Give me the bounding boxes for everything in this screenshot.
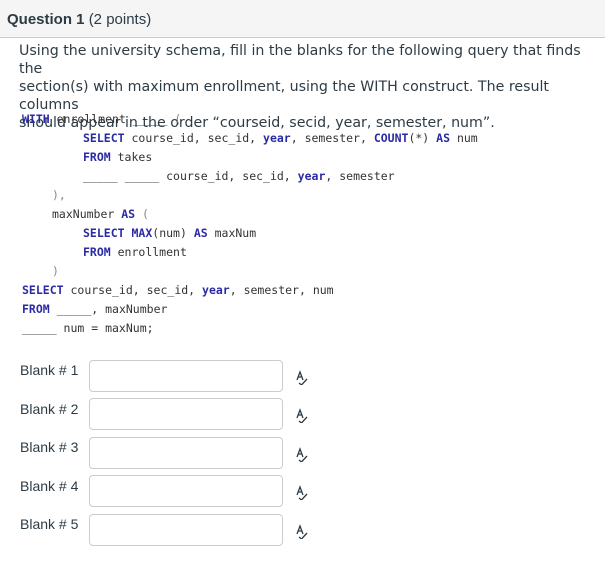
question-text-line: Using the university schema, fill in the… xyxy=(19,43,581,77)
question-header: Question 1 (2 points) xyxy=(0,0,605,38)
blank-input-2[interactable] xyxy=(89,398,283,430)
spellcheck-icon[interactable] xyxy=(293,484,309,500)
spellcheck-icon[interactable] xyxy=(293,407,309,423)
blank-label-1: Blank # 1 xyxy=(20,362,79,378)
question-title: Question 1 (2 points) xyxy=(7,11,151,28)
question-points: (2 points) xyxy=(88,11,152,28)
code-line-2: SELECT course_id, sec_id, year, semester… xyxy=(83,131,478,145)
blank-input-3[interactable] xyxy=(89,437,283,469)
spellcheck-icon[interactable] xyxy=(293,523,309,539)
code-line-3: FROM takes xyxy=(83,150,153,164)
code-line-8: FROM enrollment xyxy=(83,245,187,259)
code-line-7: SELECT MAX(num) AS maxNum xyxy=(83,226,257,240)
code-line-11: FROM _____, maxNumber xyxy=(22,302,168,316)
question-text: Using the university schema, fill in the… xyxy=(19,42,589,132)
spellcheck-icon[interactable] xyxy=(293,446,309,462)
blank-input-4[interactable] xyxy=(89,475,283,507)
blank-label-4: Blank # 4 xyxy=(20,478,79,494)
code-line-5: ), xyxy=(52,188,66,202)
code-line-10: SELECT course_id, sec_id, year, semester… xyxy=(22,283,334,297)
blank-label-5: Blank # 5 xyxy=(20,516,79,532)
question-text-line: should appear in the order “courseid, se… xyxy=(19,115,495,131)
spellcheck-icon[interactable] xyxy=(293,369,309,385)
question-text-line: section(s) with maximum enrollment, usin… xyxy=(19,79,549,113)
blank-input-1[interactable] xyxy=(89,360,283,392)
blank-label-2: Blank # 2 xyxy=(20,401,79,417)
code-line-1: WITH enrollment _____ ( xyxy=(22,112,182,126)
code-line-9: ) xyxy=(52,264,59,278)
code-line-12: _____ num = maxNum; xyxy=(22,321,154,335)
blank-label-3: Blank # 3 xyxy=(20,439,79,455)
code-line-6: maxNumber AS ( xyxy=(52,207,149,221)
code-line-4: _____ _____ course_id, sec_id, year, sem… xyxy=(83,169,395,183)
blank-input-5[interactable] xyxy=(89,514,283,546)
question-number: Question 1 xyxy=(7,11,85,28)
